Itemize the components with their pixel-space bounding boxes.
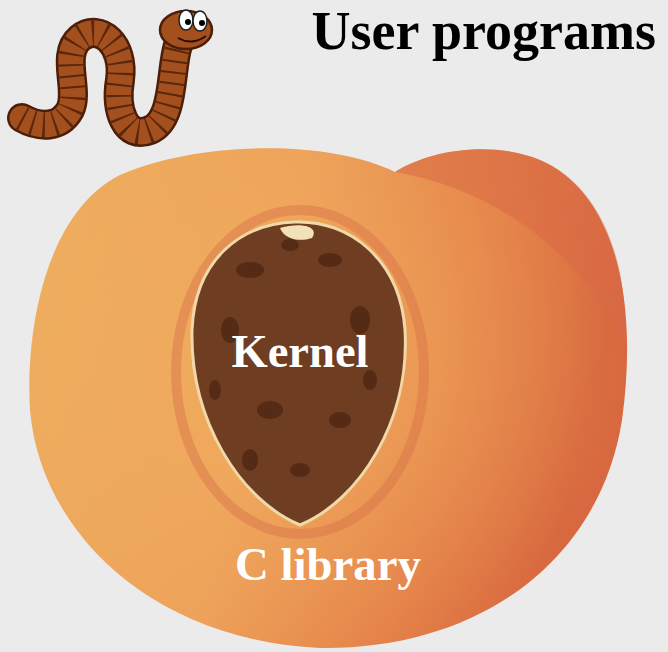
library-label: C library (28, 539, 628, 590)
peach-pit: Kernel (190, 220, 410, 526)
kernel-label: Kernel (190, 326, 410, 377)
peach-flesh: Kernel C library (28, 145, 628, 650)
layer-label: User programs (312, 2, 656, 61)
